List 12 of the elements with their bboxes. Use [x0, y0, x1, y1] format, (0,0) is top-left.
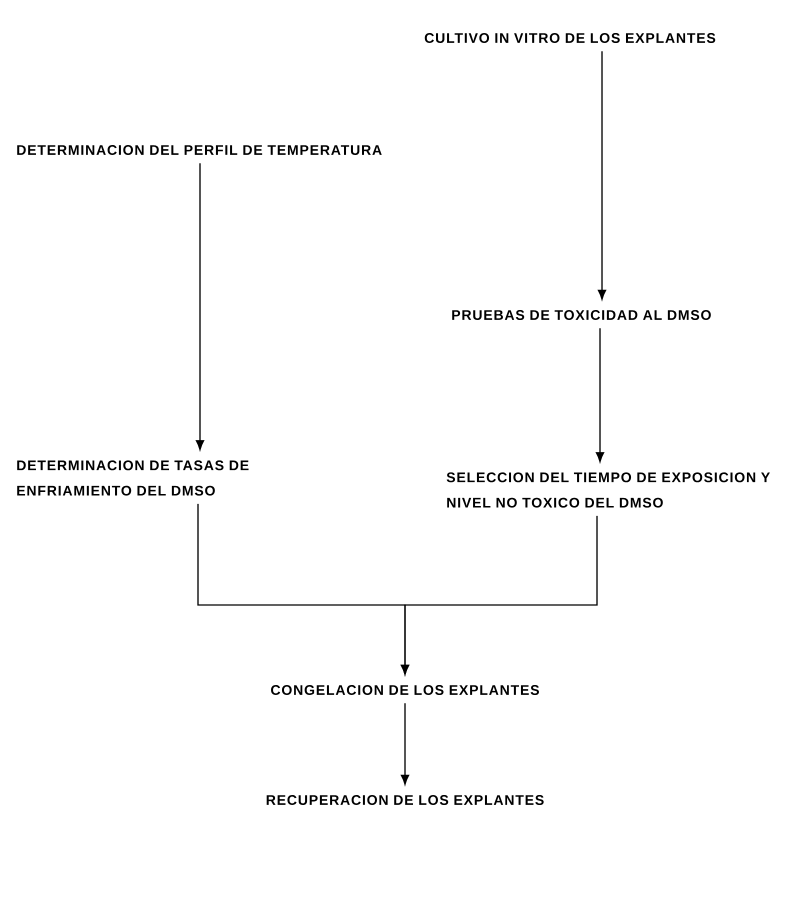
arrow — [196, 163, 204, 450]
step-text: DETERMINACION DEL PERFIL DE TEMPERATURA — [17, 145, 382, 155]
arrow — [596, 328, 604, 462]
step-text: PRUEBAS DE TOXICIDAD AL DMSO — [452, 310, 711, 320]
step-text: SELECCION DEL TIEMPO DE EXPOSICION Y NIVEL NO TOXICO DEL DMSO — [446, 472, 770, 508]
step-text: CONGELACION DE LOS EXPLANTES — [271, 685, 539, 695]
arrow — [400, 516, 598, 675]
arrow — [598, 51, 606, 300]
step-text: RECUPERACION DE LOS EXPLANTES — [266, 795, 544, 805]
step-text: DETERMINACION DE TASAS DE ENFRIAMIENTO DEL DMSO — [17, 460, 249, 496]
arrow — [400, 703, 410, 785]
step-text: CULTIVO IN VITRO DE LOS EXPLANTES — [424, 33, 716, 43]
